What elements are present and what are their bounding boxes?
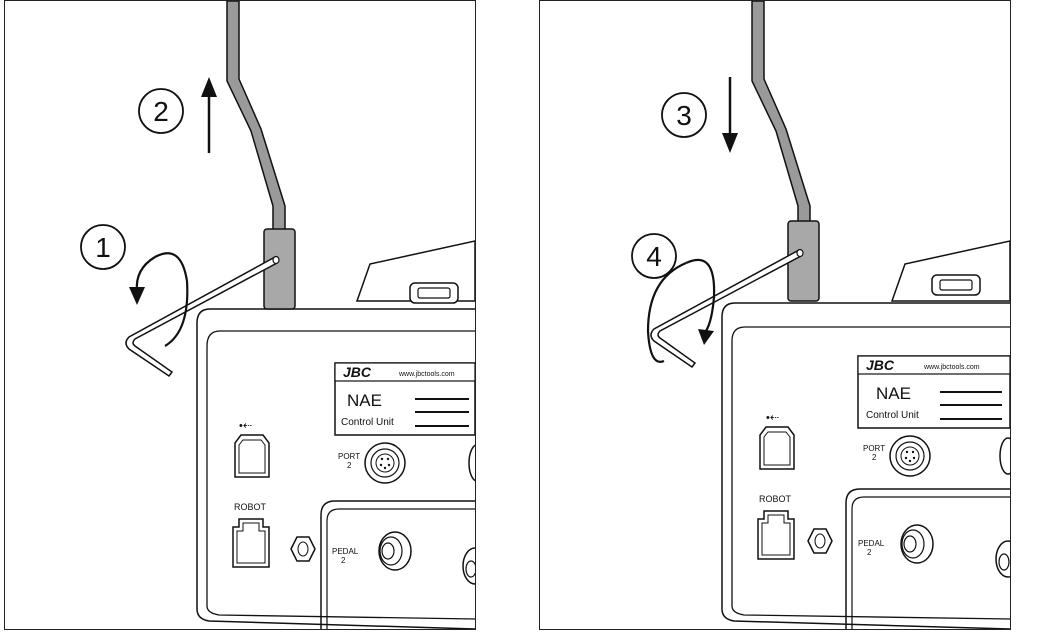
pedal-2-connector [378,531,412,571]
usb-a-port [931,274,981,296]
brand-logo: JBC [866,357,895,373]
allen-key [650,248,804,369]
adjacent-pedal-connector [995,540,1010,578]
step-badge-4: 4 [631,233,677,279]
pedal-2-connector [900,524,934,564]
port-label: PORT [863,444,885,453]
brand-logo: JBC [343,364,372,380]
model-subtitle: Control Unit [341,417,394,428]
robot-label: ROBOT [234,502,267,512]
port-number: 2 [347,461,352,470]
pedal-number: 2 [867,548,872,557]
usb-icon: •⇠ [766,412,779,424]
pedal-label: PEDAL [858,539,885,548]
usb-icon: •⇠ [239,420,252,432]
hex-screw [807,528,833,554]
step-badge-2: 2 [138,88,184,134]
usb-a-port [409,282,459,304]
pedal-number: 2 [341,556,346,565]
brand-website: www.jbctools.com [398,371,455,378]
arrow-down [722,77,738,153]
usb-b-port [759,426,795,470]
adjacent-connector [468,444,475,482]
brand-website: www.jbctools.com [923,364,980,371]
pedal-bay [320,500,475,629]
allen-key [125,255,280,378]
panel-illustration: 3 4 JBC www.jbctools.com NAE Control Uni… [631,1,1010,629]
arrow-up [201,77,217,153]
rod-collar [263,228,296,310]
adjacent-pedal-connector [462,547,475,585]
step-number: 4 [646,241,662,272]
port-label: PORT [338,452,360,461]
model-subtitle: Control Unit [866,410,919,421]
pedal-bay [845,488,1010,629]
model-label-plate: JBC www.jbctools.com NAE Control Unit [334,362,475,436]
model-name: NAE [347,391,382,410]
step-badge-3: 3 [661,92,707,138]
step-number: 2 [153,96,169,127]
step-number: 3 [676,100,692,131]
device-front-inner [206,330,475,620]
adjacent-connector [999,437,1010,475]
robot-rj-port [232,518,270,568]
pedal-label: PEDAL [332,547,359,556]
device-front-inner [731,326,1010,620]
usb-b-port [234,434,270,478]
step-panel-3-4: 3 4 JBC www.jbctools.com NAE Control Uni… [539,0,1011,630]
panel-illustration: 2 1 JBC www.jbctools.com NAE Control Uni… [80,1,475,629]
rotate-clockwise-arrow [646,258,716,363]
hex-screw [290,536,316,562]
model-name: NAE [876,384,911,403]
rotate-counterclockwise-arrow [129,252,189,347]
robot-rj-port [757,510,795,560]
model-label-plate: JBC www.jbctools.com NAE Control Unit [857,355,1010,429]
robot-label: ROBOT [759,494,792,504]
port-2-connector [889,435,931,477]
step-number: 1 [95,232,111,263]
port-number: 2 [872,453,877,462]
port-2-connector [364,442,406,484]
step-panel-1-2: 2 1 JBC www.jbctools.com NAE Control Uni… [4,0,476,630]
step-badge-1: 1 [80,224,126,270]
